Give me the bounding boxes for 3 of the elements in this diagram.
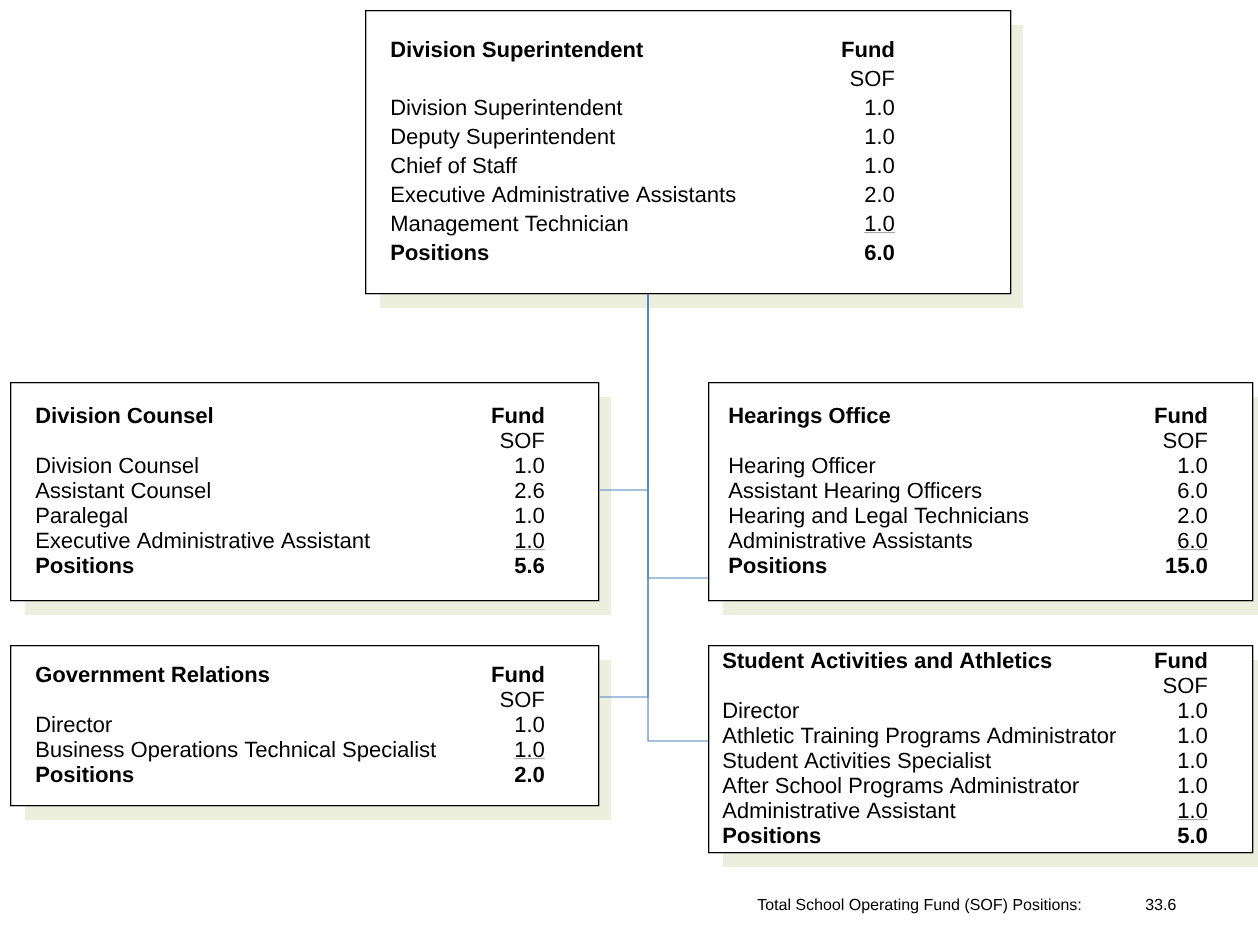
connector xyxy=(647,293,709,742)
total-note: Total School Operating Fund (SOF) Positions: xyxy=(757,898,1081,914)
total-value: 33.6 xyxy=(1145,898,1176,911)
